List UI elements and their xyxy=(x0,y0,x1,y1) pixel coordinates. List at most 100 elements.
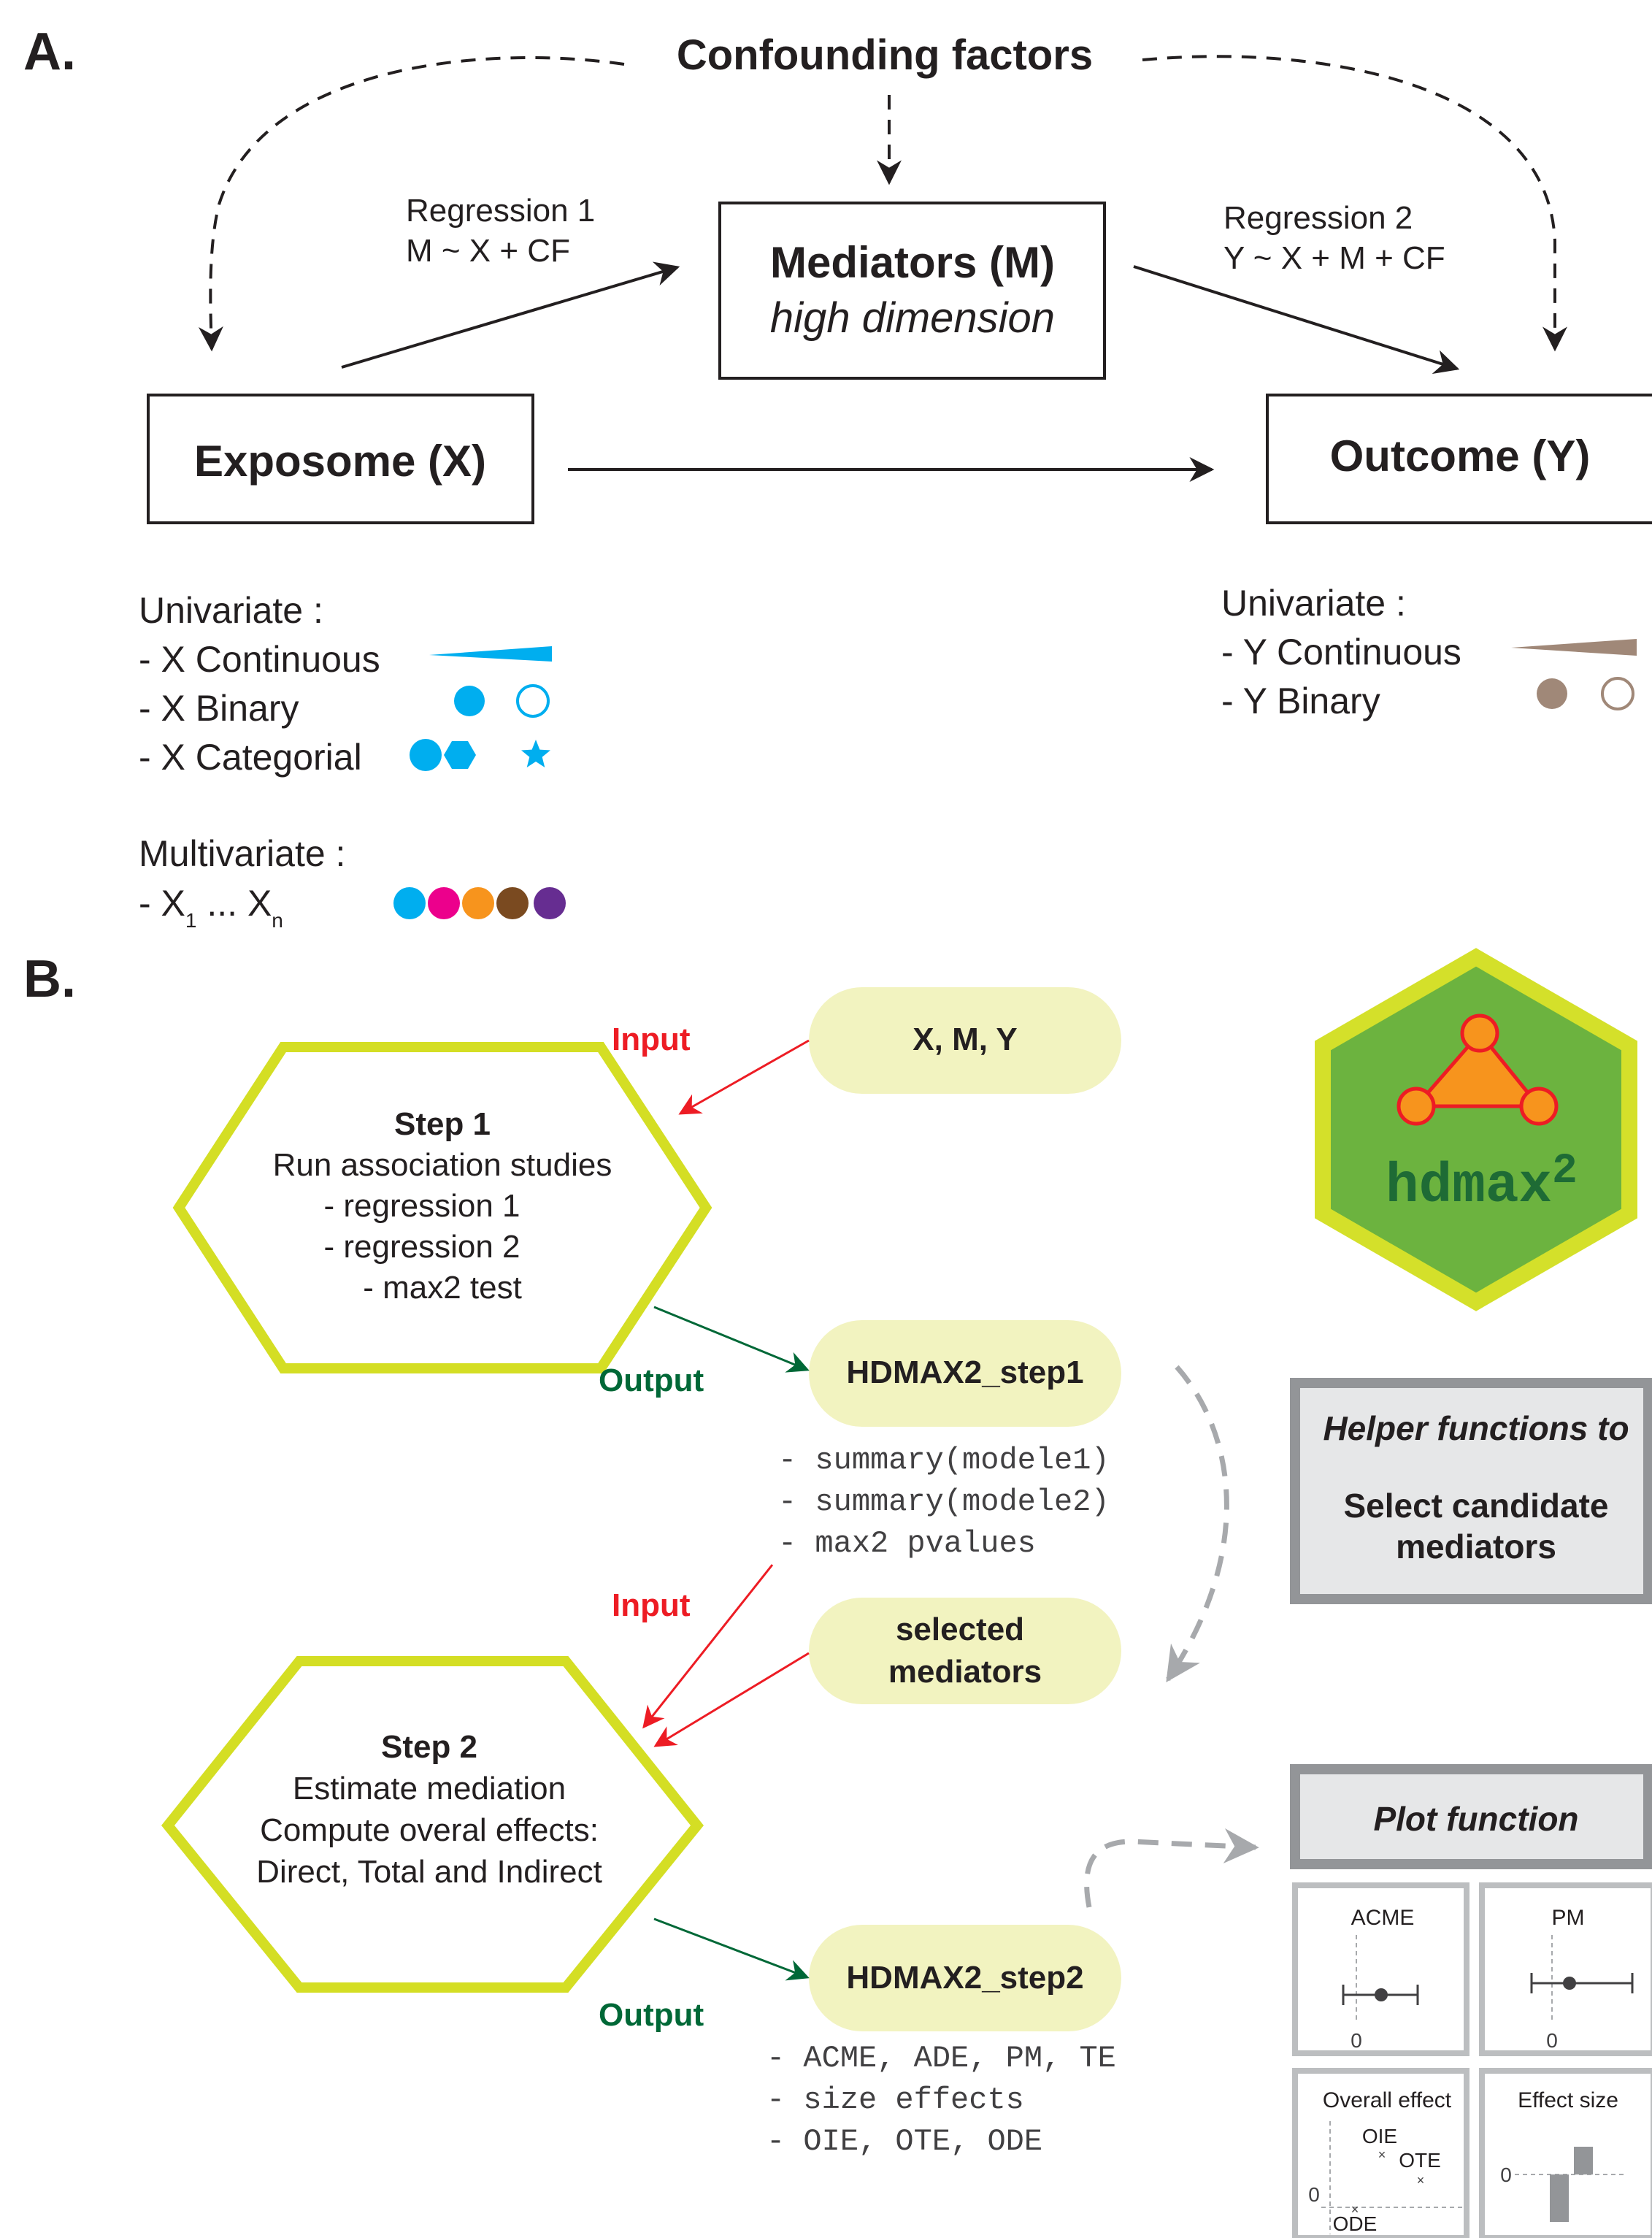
step1-line: - regression 2 xyxy=(323,1229,520,1265)
exposome-box xyxy=(147,394,534,524)
hdmax2-logo-hexagon xyxy=(1315,948,1637,1311)
multivariate-dot-4-icon xyxy=(496,887,529,919)
panel-a-label: A. xyxy=(23,23,76,81)
multivariate-dot-1-icon xyxy=(393,887,426,919)
panel-b-label: B. xyxy=(23,950,76,1008)
hdmax2-step1-pill xyxy=(809,1320,1121,1427)
confounding-factors-label: Confounding factors xyxy=(677,31,1093,79)
mini-plot-pm xyxy=(1479,1882,1652,2056)
helper-to-selected-arrow xyxy=(1166,1365,1229,1682)
exposome-label: Exposome (X) xyxy=(194,437,486,486)
xmy-to-step1-arrow xyxy=(678,1039,810,1115)
logo-node-icon xyxy=(1396,1087,1436,1126)
step1-title: Step 1 xyxy=(394,1106,491,1142)
step1-line: Run association studies xyxy=(273,1147,612,1183)
x-categorial-circle-icon xyxy=(410,739,442,771)
y-binary-filled-circle-icon xyxy=(1537,678,1567,709)
mini-plot-pm-title: PM xyxy=(1552,1906,1585,1930)
step1-line: - max2 test xyxy=(363,1270,522,1306)
helper-functions-line: Select candidate xyxy=(1343,1487,1608,1525)
mini-plot-overall-effect xyxy=(1292,2068,1469,2238)
confounder-to-exposome-arrow xyxy=(198,56,625,352)
output-label-2: Output xyxy=(599,1997,704,2033)
step2-title: Step 2 xyxy=(381,1729,477,1765)
multivariate-label: - X1 ... Xn xyxy=(139,883,283,932)
selected-mediators-line2: mediators xyxy=(888,1654,1042,1690)
overall-oie-marker: × xyxy=(1378,2147,1386,2162)
overall-ode-marker: × xyxy=(1351,2202,1359,2217)
selected-mediators-line1: selected xyxy=(896,1612,1024,1647)
overall-zero-label: 0 xyxy=(1308,2183,1320,2206)
logo-triangle-icon xyxy=(1412,1030,1543,1108)
x-univariate-title: Univariate : xyxy=(139,590,323,631)
mini-plot-overall-title: Overall effect xyxy=(1323,2088,1452,2112)
outcome-box xyxy=(1266,394,1652,524)
effect-size-bar-positive xyxy=(1574,2147,1593,2174)
plot-function-title: Plot function xyxy=(1373,1800,1578,1838)
y-continuous-label: - Y Continuous xyxy=(1221,632,1461,672)
regression1-title: Regression 1 xyxy=(406,193,595,229)
input-label-1: Input xyxy=(612,1022,691,1057)
hdmax2-step1-label: HDMAX2_step1 xyxy=(846,1354,1083,1390)
step2-output-item: - size effects xyxy=(767,2082,1024,2118)
hdmax2-step2-label: HDMAX2_step2 xyxy=(846,1960,1083,1996)
overall-ote-marker: × xyxy=(1417,2173,1425,2188)
multivariate-dot-5-icon xyxy=(534,887,566,919)
step1-output-item: - summary(modele2) xyxy=(778,1484,1110,1520)
pm-zero-label: 0 xyxy=(1546,2029,1558,2052)
step2-line: Direct, Total and Indirect xyxy=(256,1854,602,1890)
x-categorial-label: - X Categorial xyxy=(139,737,362,778)
regression1-arrow xyxy=(341,261,680,369)
effect-size-zero-label: 0 xyxy=(1500,2164,1512,2186)
y-binary-open-circle-icon xyxy=(1601,677,1634,710)
output-label-1: Output xyxy=(599,1363,704,1398)
step1-output-to-step2-arrow xyxy=(642,1564,774,1729)
regression1-formula: M ~ X + CF xyxy=(406,233,570,269)
step2-output-item: - ACME, ADE, PM, TE xyxy=(767,2041,1116,2076)
x-continuous-wedge-icon xyxy=(429,646,552,662)
step1-to-output-arrow xyxy=(653,1306,810,1373)
xmy-input-pill xyxy=(809,987,1121,1094)
hdmax2-logo-text: hdmax2 xyxy=(1386,1148,1578,1218)
multivariate-dot-3-icon xyxy=(462,887,494,919)
overall-ote-label: OTE xyxy=(1399,2149,1441,2172)
logo-node-icon xyxy=(1519,1087,1559,1126)
regression2-formula: Y ~ X + M + CF xyxy=(1223,240,1445,276)
x-categorial-star-icon xyxy=(521,740,550,767)
mini-plot-acme xyxy=(1292,1882,1469,2056)
x-categorial-hexagon-icon xyxy=(444,741,476,769)
step1-output-item: - max2 pvalues xyxy=(778,1526,1036,1561)
mini-plot-acme-title: ACME xyxy=(1351,1906,1415,1930)
plot-function-box xyxy=(1290,1764,1652,1869)
acme-point xyxy=(1375,1988,1388,2001)
y-continuous-wedge-icon xyxy=(1511,639,1637,656)
helper-functions-line: mediators xyxy=(1396,1528,1556,1566)
multivariate-title: Multivariate : xyxy=(139,833,345,874)
selected-mediators-pill xyxy=(809,1598,1121,1704)
pm-point xyxy=(1563,1977,1576,1990)
logo-node-icon xyxy=(1460,1013,1499,1053)
confounder-to-outcome-arrow xyxy=(1142,55,1567,352)
step2-line: Estimate mediation xyxy=(293,1771,566,1806)
regression2-arrow xyxy=(1133,265,1460,374)
x-binary-filled-circle-icon xyxy=(454,686,485,716)
step1-line: - regression 1 xyxy=(323,1188,520,1224)
y-univariate-title: Univariate : xyxy=(1221,583,1406,624)
step1-output-item: - summary(modele1) xyxy=(778,1443,1110,1478)
acme-zero-label: 0 xyxy=(1351,2029,1362,2052)
xmy-label: X, M, Y xyxy=(913,1022,1017,1057)
hdmax2-step2-pill xyxy=(809,1925,1121,2031)
y-binary-label: - Y Binary xyxy=(1221,681,1380,721)
outcome-label: Outcome (Y) xyxy=(1330,432,1591,480)
step2-to-plot-arrow xyxy=(1084,1828,1259,1908)
step2-to-output-arrow xyxy=(653,1917,810,1981)
step1-hexagon xyxy=(172,1042,712,1373)
overall-oie-label: OIE xyxy=(1362,2125,1397,2147)
step2-line: Compute overal effects: xyxy=(260,1812,599,1848)
multivariate-dot-2-icon xyxy=(428,887,460,919)
x-continuous-label: - X Continuous xyxy=(139,639,380,680)
mini-plot-effect-size-title: Effect size xyxy=(1518,2088,1618,2112)
panel-a: A. Confounding factors Mediators (M) hig… xyxy=(23,23,1652,932)
mediators-title: Mediators (M) xyxy=(770,238,1055,287)
